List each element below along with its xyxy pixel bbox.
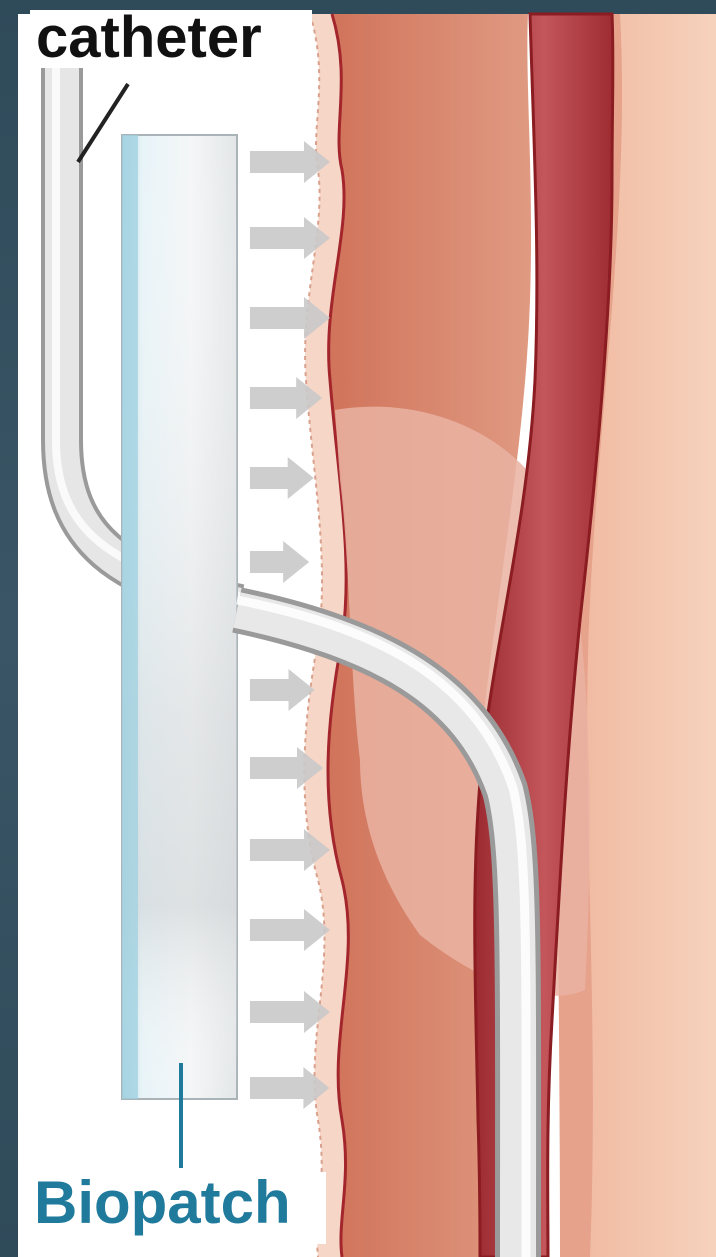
- biopatch-shading: [122, 135, 237, 1099]
- biopatch-label: Biopatch: [34, 1168, 291, 1238]
- catheter-label: catheter: [36, 6, 262, 70]
- biopatch-edge: [122, 135, 138, 1099]
